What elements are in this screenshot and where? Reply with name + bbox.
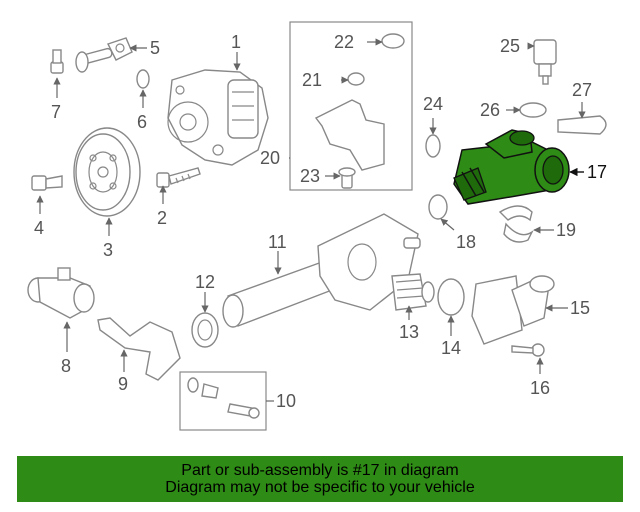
- callout-21: 21: [302, 70, 322, 90]
- seal-part-12: [191, 312, 219, 348]
- cover-kit-part: [289, 21, 413, 191]
- callout-9: 9: [118, 374, 128, 394]
- callout-2: 2: [157, 208, 167, 228]
- bracket-part: [97, 317, 181, 381]
- washer-part-6: [136, 69, 150, 89]
- bolt-part-2: [156, 167, 201, 188]
- temperature-sensor-part: [533, 39, 557, 85]
- callout-20: 20: [260, 148, 280, 168]
- highlight-notice-banner: Part or sub-assembly is #17 in diagram D…: [17, 456, 623, 502]
- callout-3: 3: [103, 240, 113, 260]
- callout-13: 13: [399, 322, 419, 342]
- callout-4: 4: [34, 218, 44, 238]
- callout-17-highlighted[interactable]: 17: [587, 162, 607, 182]
- callout-16: 16: [530, 378, 550, 398]
- callout-23: 23: [300, 166, 320, 186]
- callout-25: 25: [500, 36, 520, 56]
- thermostat-part: [391, 273, 435, 311]
- stud-part-7: [50, 49, 64, 74]
- parts-diagram: 1 2 3 4 5 6 7 8 9 10 11 12 13 14 15 16 1…: [27, 21, 607, 431]
- bolt-part-4: [31, 175, 63, 191]
- banner-line-disclaimer: Diagram may not be specific to your vehi…: [165, 479, 475, 496]
- seal-part-18: [428, 194, 448, 220]
- outlet-housing-part: [471, 275, 555, 345]
- pulley-part: [73, 127, 141, 217]
- callout-27: 27: [572, 80, 592, 100]
- callout-14: 14: [441, 338, 461, 358]
- callout-22: 22: [334, 32, 354, 52]
- callout-12: 12: [195, 272, 215, 292]
- leader-lines: [36, 38, 586, 402]
- clip-part-19: [498, 205, 534, 243]
- callout-24: 24: [423, 94, 443, 114]
- washer-part-24: [425, 134, 441, 158]
- banner-line-part-number: Part or sub-assembly is #17 in diagram: [181, 462, 459, 479]
- hose-kit-part: [179, 371, 267, 431]
- callout-11: 11: [268, 232, 287, 252]
- coolant-pipe-part: [222, 213, 421, 328]
- water-pump-part: [167, 69, 269, 166]
- callout-15: 15: [570, 298, 590, 318]
- callout-6: 6: [137, 112, 147, 132]
- callout-labels: 1 2 3 4 5 6 7 8 9 10 11 12 13 14 15 16 1…: [34, 32, 607, 411]
- callout-18: 18: [456, 232, 476, 252]
- callout-1: 1: [231, 32, 241, 52]
- callout-7: 7: [51, 102, 61, 122]
- callout-19: 19: [556, 220, 576, 240]
- callout-26: 26: [480, 100, 500, 120]
- o-ring-part-14: [437, 278, 465, 316]
- bolt-part-16: [511, 343, 545, 357]
- coolant-flange-part-highlighted[interactable]: [453, 129, 570, 205]
- thermostat-housing-part: [27, 267, 95, 319]
- gasket-plate-part: [75, 37, 133, 73]
- callout-5: 5: [150, 38, 160, 58]
- clip-part-27: [557, 115, 607, 135]
- o-ring-part-26: [519, 102, 547, 118]
- callout-8: 8: [61, 356, 71, 376]
- callout-10: 10: [276, 391, 296, 411]
